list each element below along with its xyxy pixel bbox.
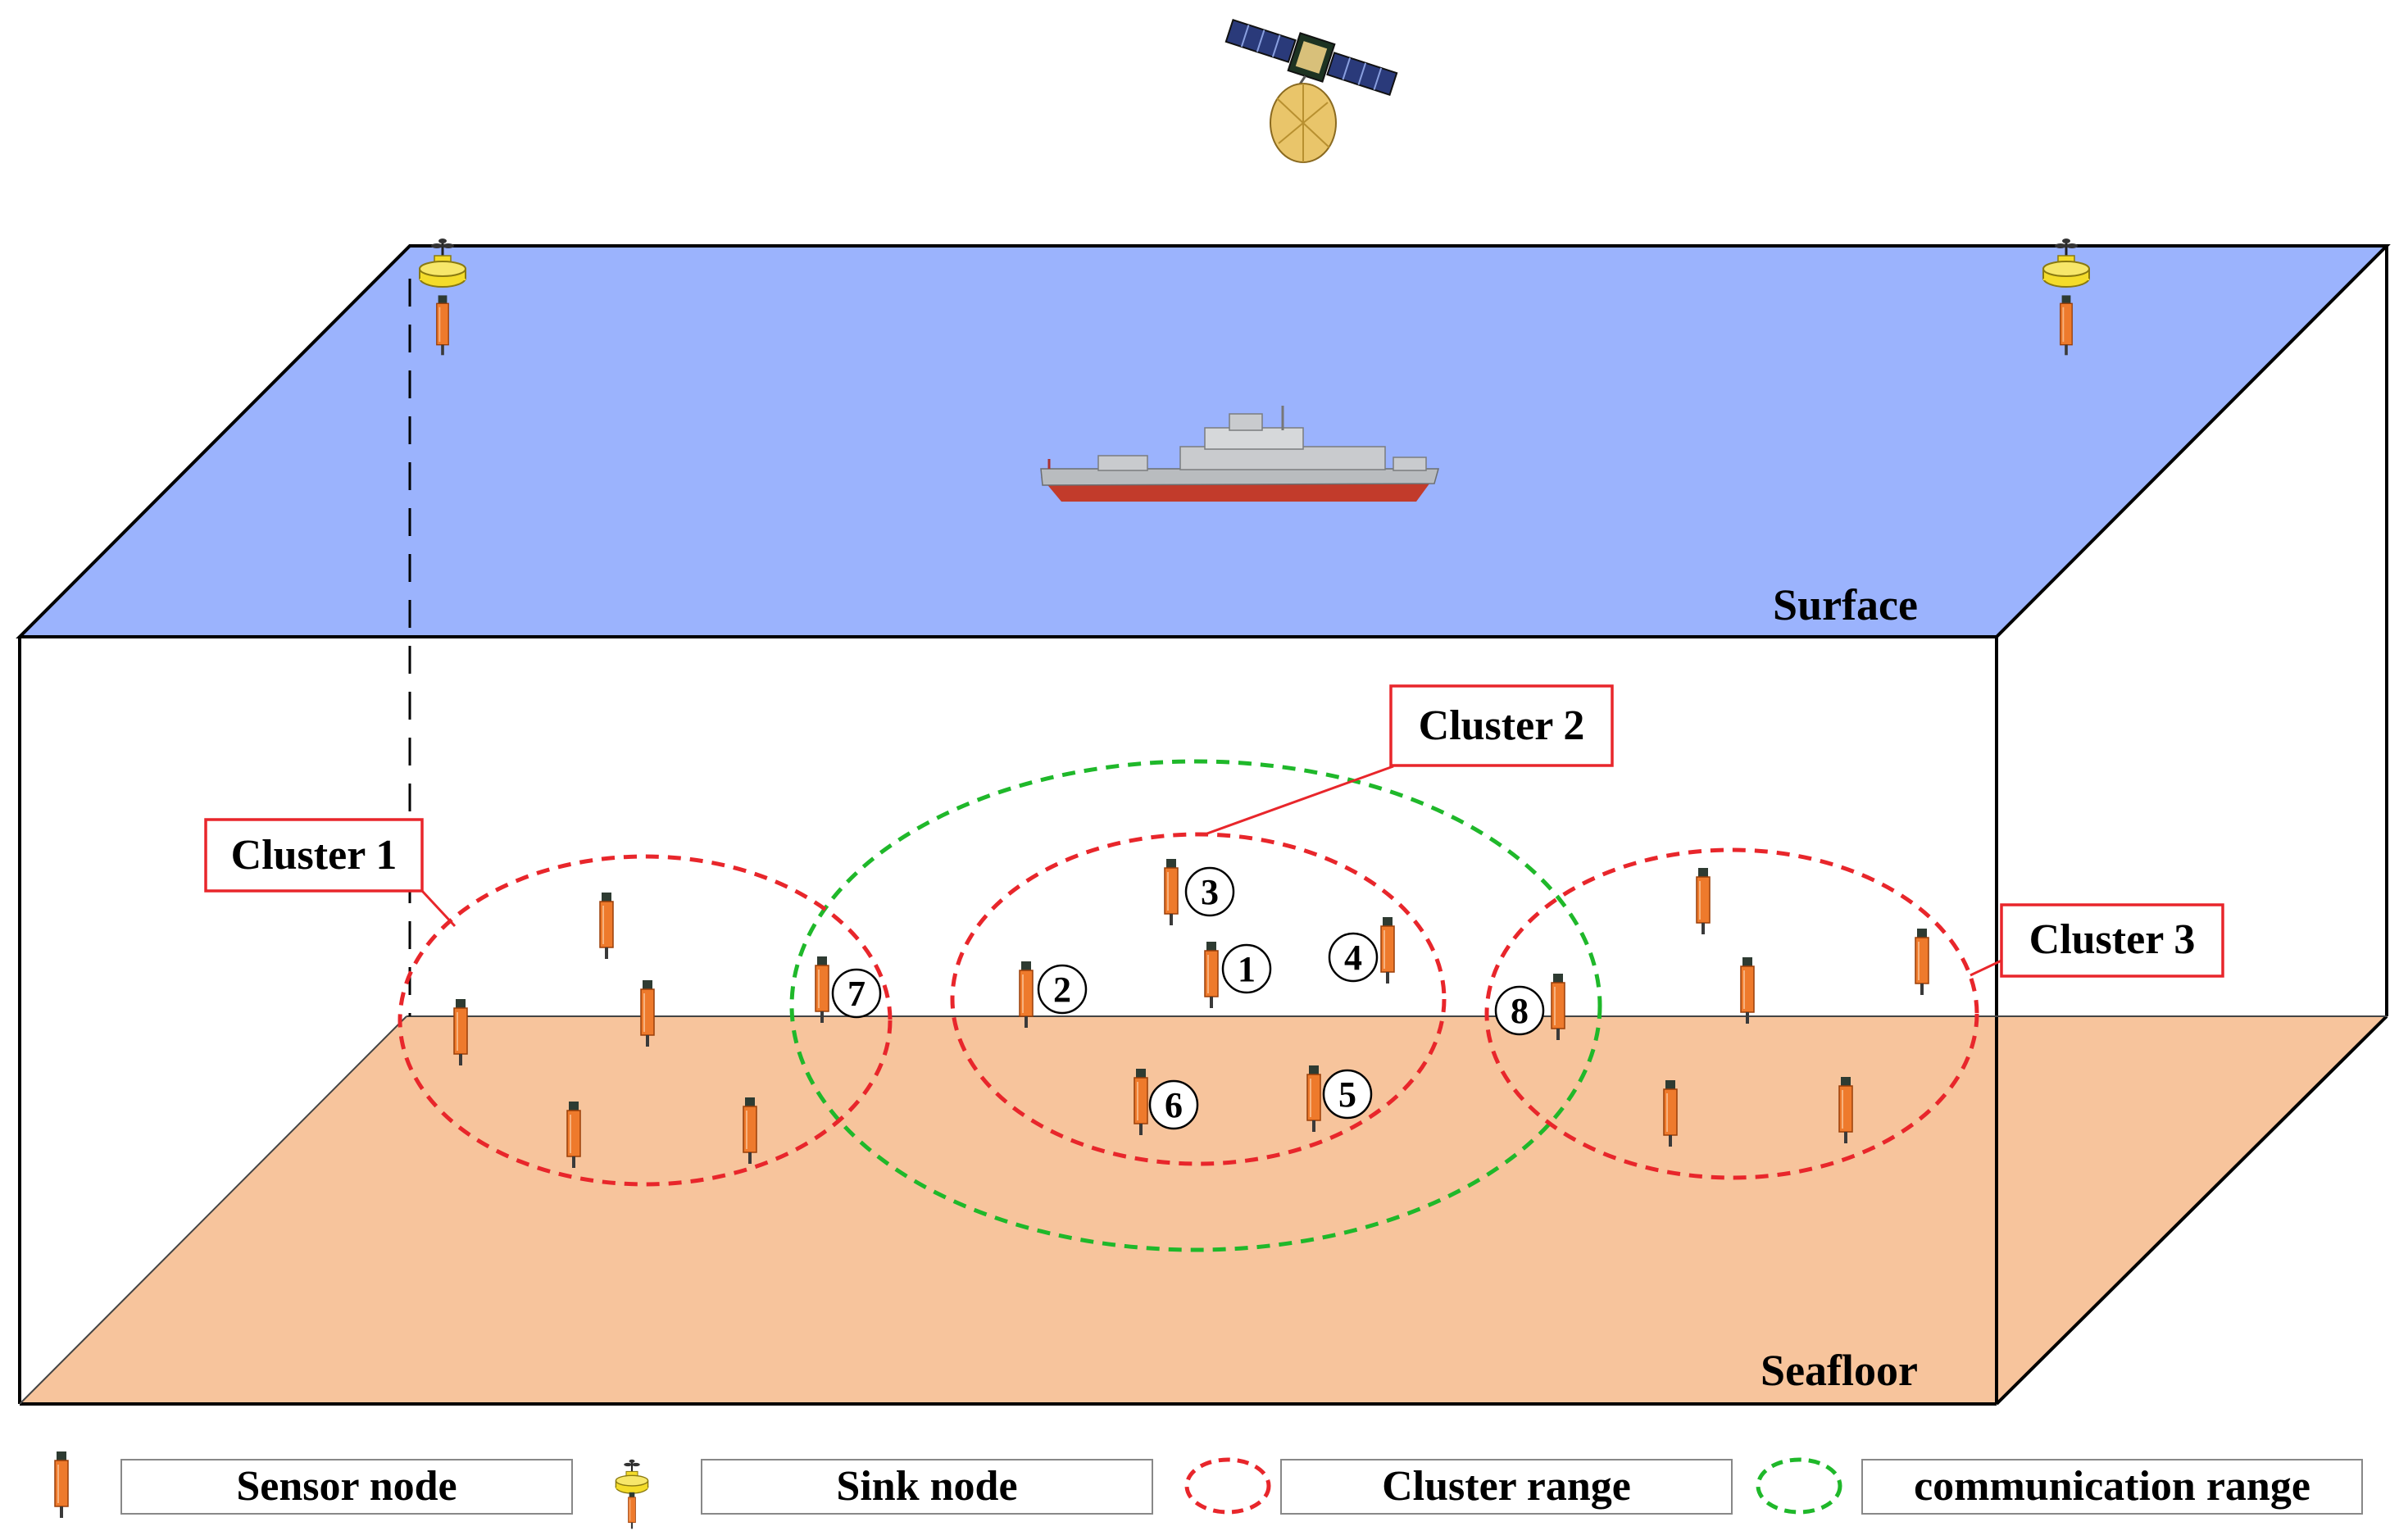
sensor-node-icon bbox=[599, 892, 614, 960]
legend-item-communication-range: communication range bbox=[1756, 1457, 2363, 1515]
node-badge-5: 5 bbox=[1322, 1069, 1373, 1120]
node-badge-7: 7 bbox=[831, 968, 882, 1019]
svg-text:Sink node: Sink node bbox=[836, 1463, 1017, 1510]
seafloor-label: Seafloor bbox=[1761, 1346, 1918, 1395]
cluster-1-range bbox=[398, 854, 893, 1187]
cluster-1-leader bbox=[420, 889, 457, 928]
cluster-2-leader bbox=[1204, 765, 1394, 836]
svg-text:Cluster range: Cluster range bbox=[1382, 1463, 1631, 1510]
sensor-node-icon bbox=[1164, 858, 1179, 926]
ship-icon bbox=[1040, 406, 1439, 502]
satellite-dish-icon bbox=[1270, 83, 1337, 163]
svg-text:3: 3 bbox=[1201, 872, 1219, 912]
cluster-3-range bbox=[1484, 847, 1979, 1180]
communication-range-icon bbox=[1756, 1457, 1842, 1515]
legend-item-sensor-node: Sensor node bbox=[54, 1451, 573, 1519]
svg-text:communication range: communication range bbox=[1914, 1463, 2310, 1510]
cluster-3-leader bbox=[1970, 959, 2002, 977]
communication-range-ring bbox=[789, 759, 1602, 1252]
cluster-3-callout: Cluster 3 bbox=[2000, 903, 2224, 978]
node-badge-8: 8 bbox=[1494, 985, 1545, 1036]
sensor-node-icon bbox=[815, 956, 829, 1024]
svg-text:1: 1 bbox=[1238, 949, 1256, 989]
surface-plane bbox=[16, 244, 2391, 638]
svg-text:Sensor node: Sensor node bbox=[236, 1463, 457, 1510]
seafloor-left-edge bbox=[19, 1015, 407, 1405]
svg-text:6: 6 bbox=[1165, 1085, 1183, 1125]
node-badge-1: 1 bbox=[1221, 943, 1272, 994]
sensor-node-icon bbox=[1380, 916, 1395, 984]
svg-text:Cluster 2: Cluster 2 bbox=[1419, 702, 1585, 749]
cluster-range-icon bbox=[1184, 1457, 1271, 1515]
svg-text:4: 4 bbox=[1344, 938, 1362, 978]
svg-text:Cluster 3: Cluster 3 bbox=[2029, 916, 2196, 963]
sensor-node-icon bbox=[1740, 956, 1755, 1024]
satellite-icon bbox=[1224, 18, 1398, 102]
sensor-node-icon bbox=[54, 1451, 69, 1519]
node-badge-6: 6 bbox=[1148, 1079, 1199, 1130]
cluster-2-callout: Cluster 2 bbox=[1389, 684, 1614, 767]
legend: Sensor node Sink node Cluster range comm… bbox=[54, 1451, 2363, 1529]
svg-text:Cluster 1: Cluster 1 bbox=[231, 832, 398, 879]
node-badge-2: 2 bbox=[1037, 964, 1088, 1015]
svg-text:2: 2 bbox=[1053, 970, 1071, 1010]
sensor-node-icon bbox=[1204, 941, 1219, 1009]
legend-item-cluster-range: Cluster range bbox=[1184, 1457, 1733, 1515]
node-badge-4: 4 bbox=[1328, 932, 1379, 983]
box-edges bbox=[18, 246, 2388, 1406]
seafloor-plane bbox=[20, 1016, 2387, 1404]
svg-text:8: 8 bbox=[1511, 991, 1529, 1031]
sensor-node-icon bbox=[1915, 928, 1929, 996]
cluster-2-range bbox=[950, 832, 1447, 1166]
sink-node-icon bbox=[615, 1458, 649, 1495]
node-badge-3: 3 bbox=[1184, 866, 1235, 917]
cluster-1-callout: Cluster 1 bbox=[204, 818, 424, 893]
legend-item-sink-node: Sink node bbox=[615, 1458, 1153, 1529]
svg-text:7: 7 bbox=[847, 974, 866, 1014]
svg-text:5: 5 bbox=[1338, 1074, 1356, 1115]
sensor-node-icon bbox=[1696, 867, 1711, 935]
surface-label: Surface bbox=[1773, 580, 1918, 629]
